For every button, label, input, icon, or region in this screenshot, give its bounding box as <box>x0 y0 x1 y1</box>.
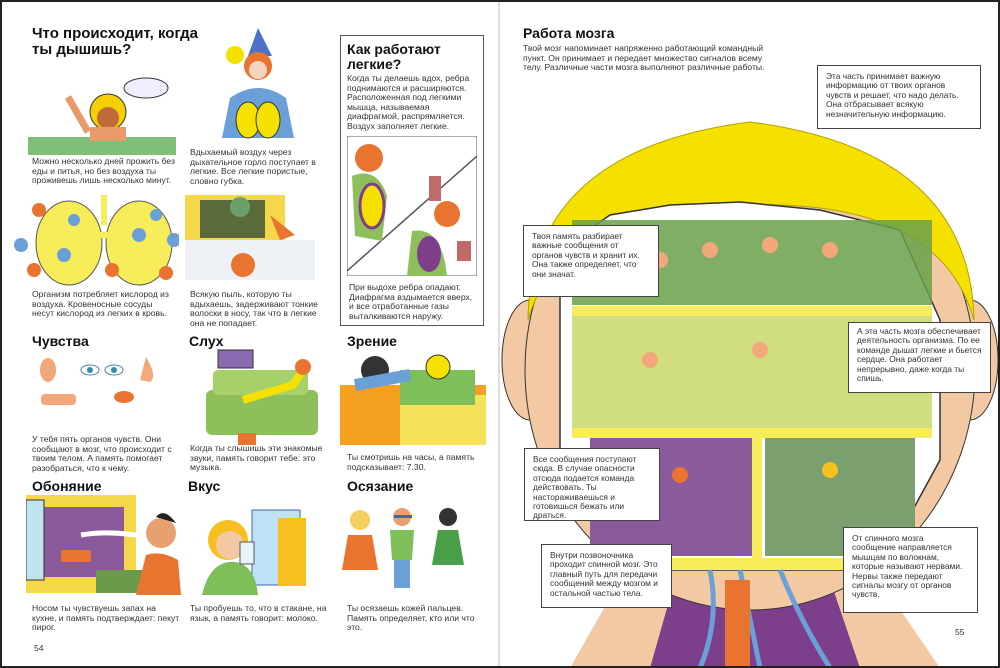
heading-touch: Осязание <box>347 478 414 494</box>
taste-milk-illustration <box>202 509 306 595</box>
how-lungs-work-title: Как работают легкие? <box>347 41 441 72</box>
callout-memory: Твоя память разбирает важные сообщения о… <box>523 225 659 297</box>
how-lungs-work-caption: При выдохе ребра опадают. Диафрагма взды… <box>349 282 473 321</box>
taste-caption: Ты пробуешь то, что в стакане, на язык, … <box>190 603 327 623</box>
clown-illustration <box>222 28 294 139</box>
callout-cortex-text: Эта часть принимает важную информацию от… <box>826 71 959 119</box>
touch-children-illustration <box>342 508 464 588</box>
senses-caption: У тебя пять органов чувств. Они сообщают… <box>32 434 172 473</box>
page-number-right: 55 <box>955 627 965 637</box>
music-sofa-illustration <box>206 349 318 445</box>
breathing-caption-3: Организм потребляет кислород из воздуха.… <box>32 289 169 319</box>
smell-kitchen-illustration <box>26 495 181 595</box>
breathing-caption-1: Можно несколько дней прожить без еды и п… <box>32 156 175 186</box>
callout-memory-text: Твоя память разбирает важные сообщения о… <box>532 231 640 279</box>
sight-caption: Ты смотришь на часы, а память подсказыва… <box>347 452 475 472</box>
page-gutter <box>498 0 500 668</box>
sense-organs-illustration <box>40 357 154 405</box>
how-lungs-work-box: Как работают легкие? Когда ты делаешь вд… <box>340 35 484 326</box>
callout-cortex: Эта часть принимает важную информацию от… <box>817 65 981 129</box>
callout-brainstem: А эта часть мозга обеспечивает деятельно… <box>848 322 991 393</box>
heading-sight: Зрение <box>347 333 397 349</box>
hearing-caption: Когда ты слышишь эти знакомые звуки, пам… <box>190 443 323 473</box>
heading-senses: Чувства <box>32 333 89 349</box>
callout-alarm-text: Все сообщения поступают сюда. В случае о… <box>533 454 637 521</box>
heading-hearing: Слух <box>189 333 224 349</box>
callout-spinal-cord: Внутри позвоночника проходит спинной моз… <box>541 544 672 608</box>
how-lungs-work-text: Когда ты делаешь вдох, ребра поднимаются… <box>347 73 470 131</box>
heading-taste: Вкус <box>188 478 221 494</box>
callout-nerves-text: От спинного мозга сообщение направляется… <box>852 533 963 600</box>
breathing-boy-illustration <box>347 136 477 276</box>
dust-illustration <box>185 195 315 280</box>
callout-alarm: Все сообщения поступают сюда. В случае о… <box>524 448 660 521</box>
smell-caption: Носом ты чувствуешь запах на кухне, и па… <box>32 603 180 633</box>
page-title-brain: Работа мозга <box>523 25 615 41</box>
alarm-clock-bed-illustration <box>340 354 486 445</box>
heading-smell: Обоняние <box>32 478 102 494</box>
breathing-caption-2: Вдыхаемый воздух через дыхательное горло… <box>190 147 316 186</box>
page-number-left: 54 <box>34 643 44 653</box>
breathing-caption-4: Всякую пыль, которую ты вдыхаешь, задерж… <box>190 289 318 328</box>
callout-brainstem-text: А эта часть мозга обеспечивает деятельно… <box>857 326 982 384</box>
brain-intro: Твой мозг напоминает напряженно работающ… <box>523 43 765 73</box>
diver-illustration <box>28 77 176 155</box>
page-title-breathing: Что происходит, когда ты дышишь? <box>32 25 199 58</box>
callout-spinal-cord-text: Внутри позвоночника проходит спинной моз… <box>550 550 658 598</box>
lungs-balloons-illustration <box>14 195 179 286</box>
callout-nerves: От спинного мозга сообщение направляется… <box>843 527 978 613</box>
touch-caption: Ты осязаешь кожей пальцев. Память опреде… <box>347 603 475 633</box>
